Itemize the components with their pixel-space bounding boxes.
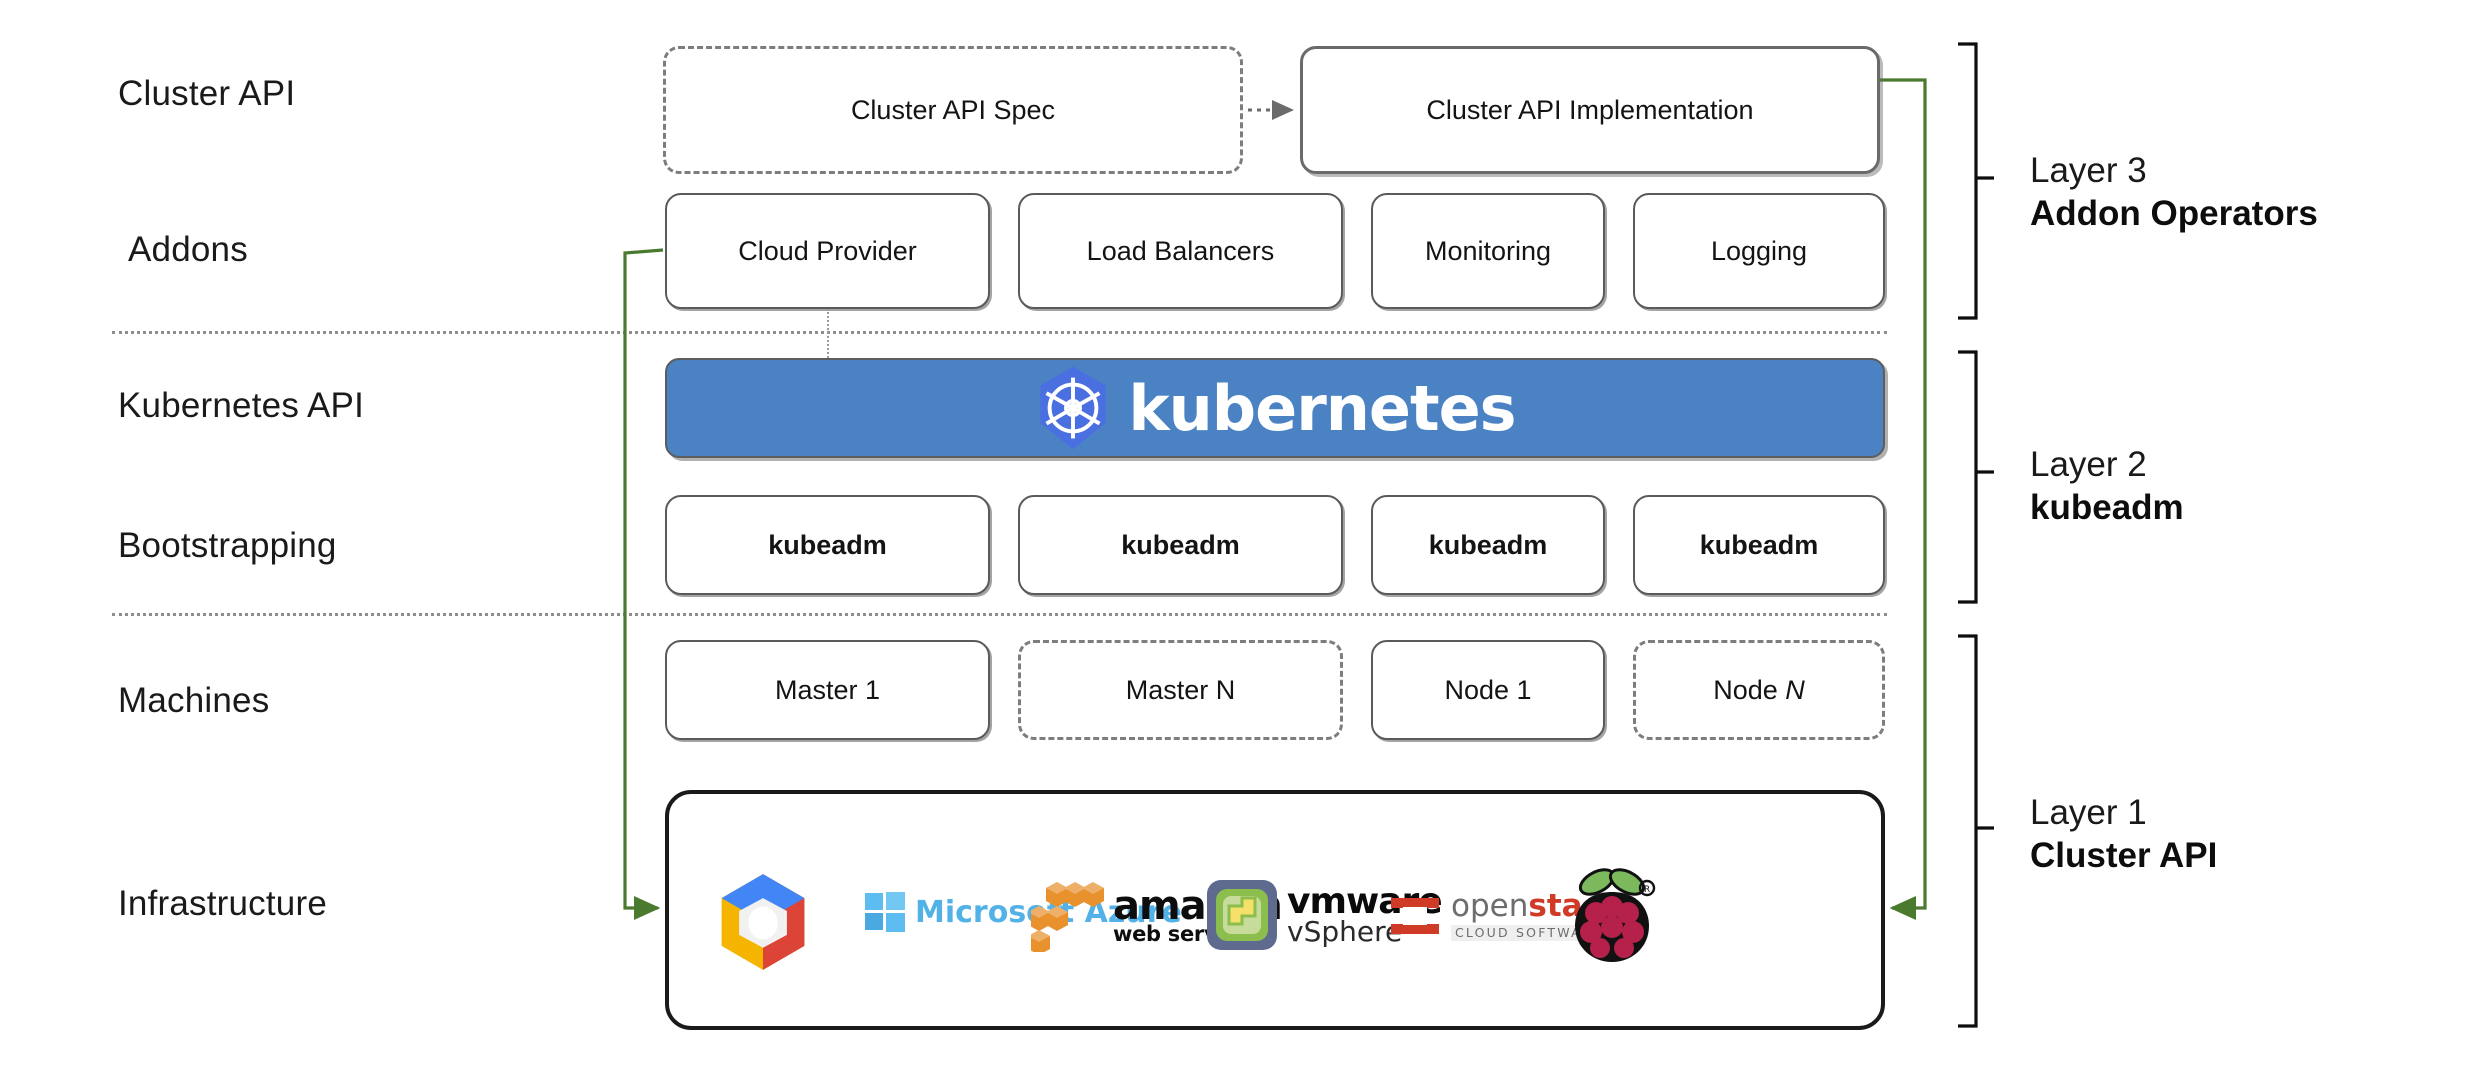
row-label-kubernetes-api: Kubernetes API	[118, 386, 365, 425]
openstack-icon	[1391, 898, 1439, 934]
bracket-layer-3	[1958, 42, 1994, 320]
layer-1-line1: Layer 1	[2030, 793, 2147, 832]
arrow-cluster-api-impl-to-infrastructure	[1880, 78, 1927, 920]
node-label: Cluster API Spec	[850, 94, 1056, 125]
node-node-1[interactable]: Node 1	[1371, 640, 1605, 740]
node-label-italic: N	[1785, 674, 1805, 705]
raspberry-pi-icon: R	[1575, 868, 1656, 962]
kubernetes-helm-wheel-icon	[1040, 366, 1107, 450]
vmware-wordmark: vmware vSphere	[1287, 883, 1443, 948]
svg-text:R: R	[1644, 885, 1650, 895]
logo-google-cloud-platform	[717, 872, 809, 972]
layer-2-line2: kubeadm	[2030, 487, 2184, 527]
node-label: kubeadm	[1428, 529, 1548, 560]
divider-layer2-layer1	[112, 613, 1887, 616]
node-kubeadm-4[interactable]: kubeadm	[1633, 495, 1885, 595]
logo-vmware-vsphere: vmware vSphere	[1207, 880, 1443, 950]
node-label: kubeadm	[768, 529, 887, 560]
node-node-n[interactable]: Node N	[1633, 640, 1885, 740]
vsphere-icon	[1207, 880, 1277, 950]
node-kubeadm-1[interactable]: kubeadm	[665, 495, 990, 595]
layer-3-line2: Addon Operators	[2030, 193, 2318, 233]
infrastructure-panel: Microsoft Azure amaz	[665, 790, 1885, 1030]
node-label: Load Balancers	[1086, 235, 1275, 266]
row-label-machines: Machines	[118, 681, 270, 720]
aws-cubes-icon	[1031, 882, 1104, 952]
row-label-cluster-api: Cluster API	[118, 74, 296, 113]
vmware-line2: vSphere	[1287, 914, 1403, 948]
layer-2-line1: Layer 2	[2030, 445, 2147, 484]
divider-layer3-layer2	[112, 331, 1887, 334]
node-label: Cloud Provider	[738, 235, 917, 266]
kubernetes-wordmark: kubernetes	[1128, 371, 1516, 445]
layer-label-3: Layer 3 Addon Operators	[2030, 150, 2318, 235]
node-label: Master N	[1125, 674, 1236, 705]
kubernetes-api-banner: kubernetes	[665, 358, 1885, 458]
node-kubeadm-3[interactable]: kubeadm	[1371, 495, 1605, 595]
node-label: kubeadm	[1121, 529, 1240, 560]
node-label: kubeadm	[1699, 529, 1819, 560]
node-logging[interactable]: Logging	[1633, 193, 1885, 309]
layer-label-1: Layer 1 Cluster API	[2030, 792, 2217, 877]
bracket-layer-2	[1958, 350, 1994, 604]
layer-3-line1: Layer 3	[2030, 151, 2147, 190]
node-label: Master 1	[774, 674, 881, 705]
node-label: Node 1	[1444, 674, 1532, 705]
bracket-layer-1	[1958, 634, 1994, 1028]
node-master-n[interactable]: Master N	[1018, 640, 1343, 740]
arrow-cloud-provider-to-infrastructure	[623, 248, 664, 920]
microsoft-windows-icon	[865, 892, 905, 932]
google-cloud-platform-logo-icon	[721, 874, 805, 970]
row-label-bootstrapping: Bootstrapping	[118, 526, 337, 565]
node-label: Logging	[1710, 235, 1808, 266]
node-master-1[interactable]: Master 1	[665, 640, 990, 740]
layer-1-line2: Cluster API	[2030, 835, 2218, 875]
layer-label-2: Layer 2 kubeadm	[2030, 444, 2184, 529]
node-label: Node N	[1713, 674, 1805, 705]
connector-cloud-provider-to-kubernetes	[827, 309, 829, 358]
node-label: Cluster API Implementation	[1426, 94, 1754, 125]
node-monitoring[interactable]: Monitoring	[1371, 193, 1605, 309]
node-cluster-api-implementation[interactable]: Cluster API Implementation	[1300, 46, 1880, 174]
logo-raspberry-pi: R	[1567, 866, 1657, 966]
node-kubeadm-2[interactable]: kubeadm	[1018, 495, 1343, 595]
node-cloud-provider[interactable]: Cloud Provider	[665, 193, 990, 309]
row-label-infrastructure: Infrastructure	[118, 884, 327, 923]
node-load-balancers[interactable]: Load Balancers	[1018, 193, 1343, 309]
node-cluster-api-spec[interactable]: Cluster API Spec	[663, 46, 1243, 174]
row-label-addons: Addons	[128, 230, 248, 269]
node-label: Monitoring	[1424, 235, 1552, 266]
